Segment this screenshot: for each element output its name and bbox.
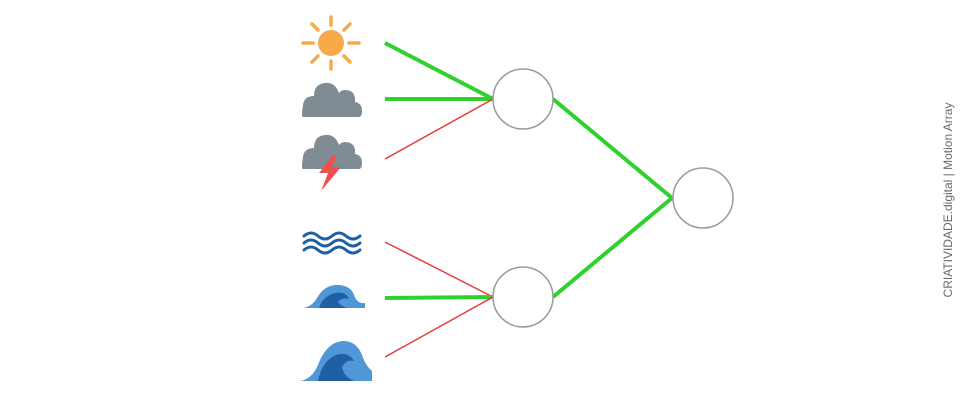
connections-layer bbox=[384, 41, 674, 358]
edge-wave-to-sea bbox=[384, 295, 494, 300]
big-wave-icon bbox=[300, 340, 372, 381]
edge-calm-water-to-sea bbox=[384, 241, 494, 298]
neural-network-diagram bbox=[300, 15, 734, 381]
wave-icon bbox=[301, 284, 365, 308]
edge-sea-to-output bbox=[551, 196, 674, 299]
cloud-icon bbox=[302, 82, 362, 118]
storm-cloud-icon bbox=[302, 134, 362, 191]
edge-weather-to-output bbox=[551, 97, 674, 200]
calm-water-icon bbox=[302, 231, 362, 255]
edge-sun-to-weather bbox=[384, 41, 494, 101]
credit-text: CRIATIVIDADE.digital | Motion Array bbox=[941, 102, 955, 298]
sea-node bbox=[492, 266, 554, 328]
weather-node bbox=[492, 68, 554, 130]
edge-big-wave-to-sea bbox=[384, 296, 494, 358]
sun-icon bbox=[301, 15, 361, 71]
output-node bbox=[672, 167, 734, 229]
edge-storm-to-weather bbox=[384, 98, 494, 160]
